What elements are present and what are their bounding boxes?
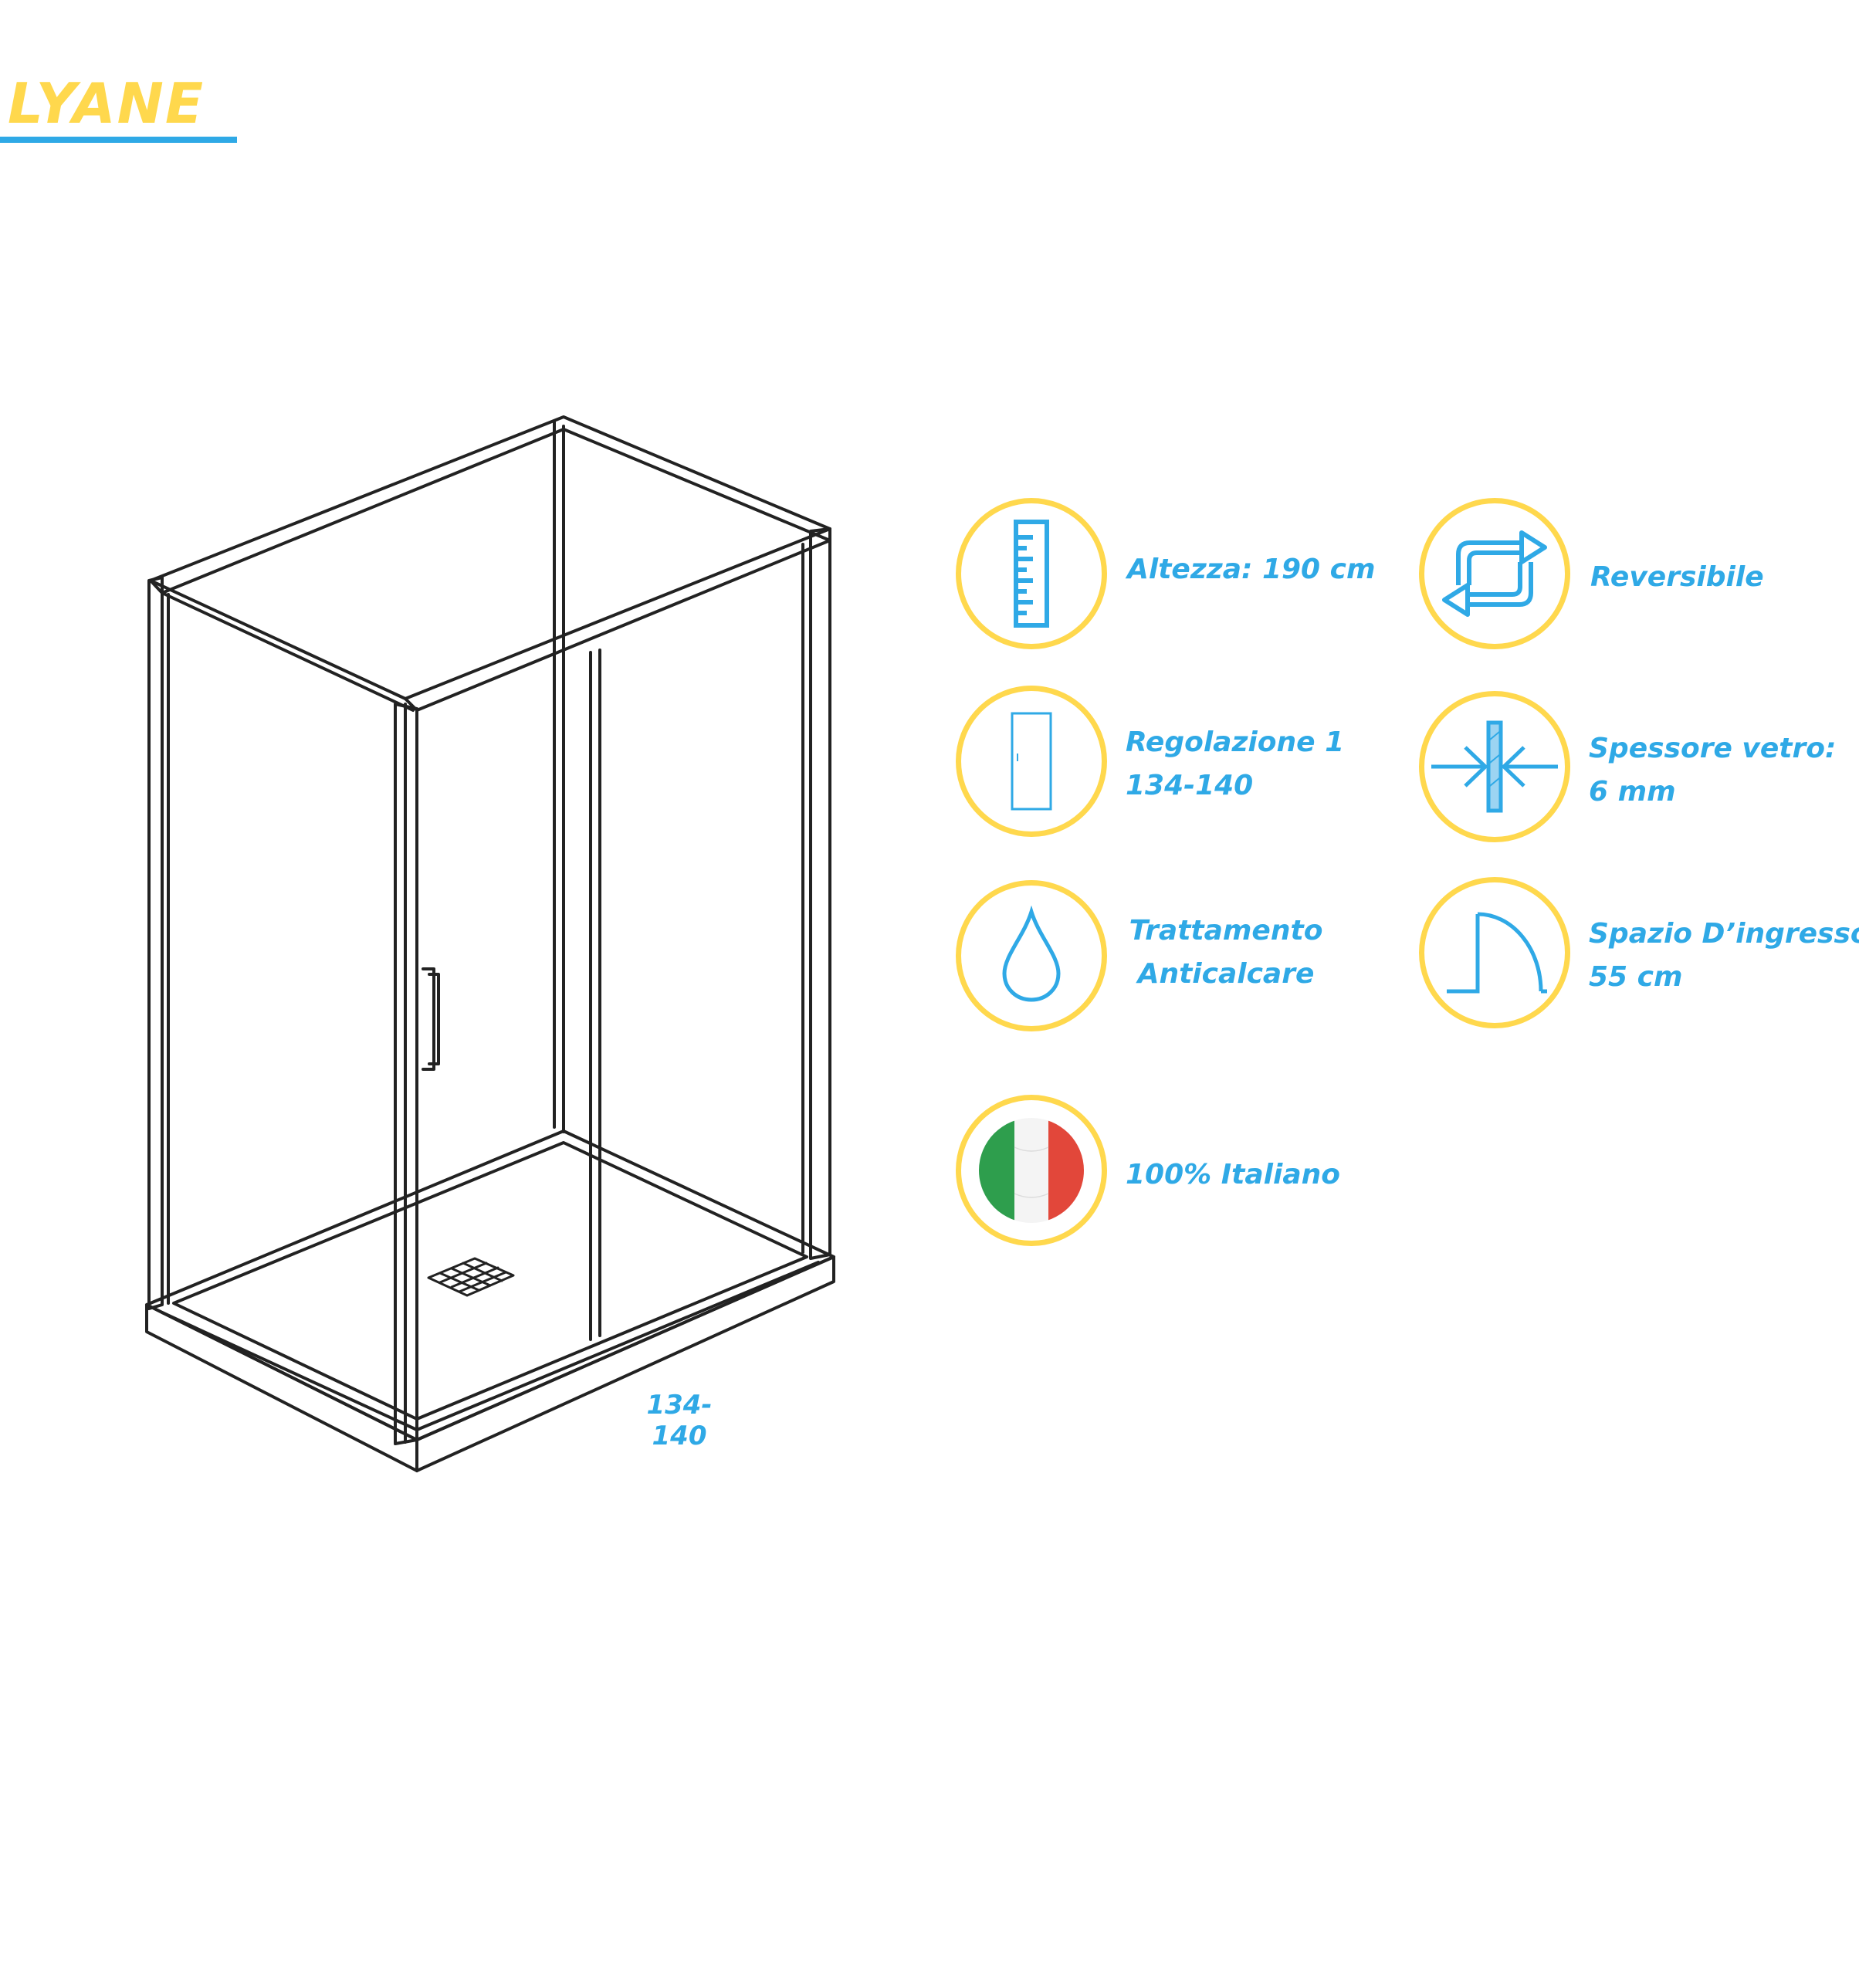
glass-label: Spessore vetro: [1589, 733, 1837, 764]
adjustment-range: 134-140 [1126, 770, 1254, 801]
drain-grate [427, 1257, 515, 1297]
treatment-text: Trattamento Anticalcare [1118, 909, 1334, 996]
shower-enclosure-drawing [145, 415, 835, 1472]
treatment-badge [956, 880, 1107, 1031]
glass-text: Spessore vetro: 6 mm [1589, 727, 1836, 814]
height-badge [956, 498, 1107, 649]
right-post [801, 527, 831, 1260]
glass-value: 6 mm [1589, 776, 1676, 808]
width-dimension-label: 134-140 [646, 1390, 713, 1451]
left-post [147, 576, 170, 1310]
height-label: Altezza: 190 cm [1127, 554, 1376, 585]
italian-flag-icon [979, 1118, 1084, 1223]
glass-thickness-icon [1431, 720, 1558, 813]
shower-tray [145, 1129, 835, 1472]
brand-underline [0, 137, 237, 143]
entry-text: Spazio D’ingresso: 55 cm [1589, 913, 1859, 999]
adjustment-text: Regolazione 1 134-140 [1126, 721, 1344, 808]
entry-label: Spazio D’ingresso: [1589, 918, 1859, 950]
reverse-arrows-icon [1442, 530, 1547, 617]
back-post [553, 419, 565, 1133]
adjustment-badge [956, 686, 1107, 837]
door-panel-icon [1011, 712, 1052, 811]
door-swing-icon [1447, 912, 1547, 994]
water-drop-icon [1002, 906, 1061, 1002]
top-frame [149, 415, 831, 712]
reversible-label: Reversibile [1590, 561, 1764, 593]
door-post [589, 649, 601, 1341]
brand-logo: LYANE [8, 71, 205, 136]
corner-post [394, 703, 418, 1445]
origin-label: 100% Italiano [1126, 1159, 1340, 1190]
adjustment-label: Regolazione 1 [1126, 726, 1345, 758]
reversible-badge [1419, 498, 1570, 649]
reversible-text: Reversibile [1590, 556, 1764, 599]
door-handle [422, 967, 440, 1071]
ruler-icon [1014, 520, 1049, 628]
treatment-label: Trattamento [1129, 915, 1323, 947]
origin-badge [956, 1095, 1107, 1246]
origin-text: 100% Italiano [1126, 1153, 1340, 1197]
entry-badge [1419, 877, 1570, 1028]
height-text: Altezza: 190 cm [1127, 548, 1376, 591]
glass-badge [1419, 691, 1570, 842]
treatment-value: Anticalcare [1137, 958, 1315, 990]
entry-value: 55 cm [1589, 961, 1683, 993]
